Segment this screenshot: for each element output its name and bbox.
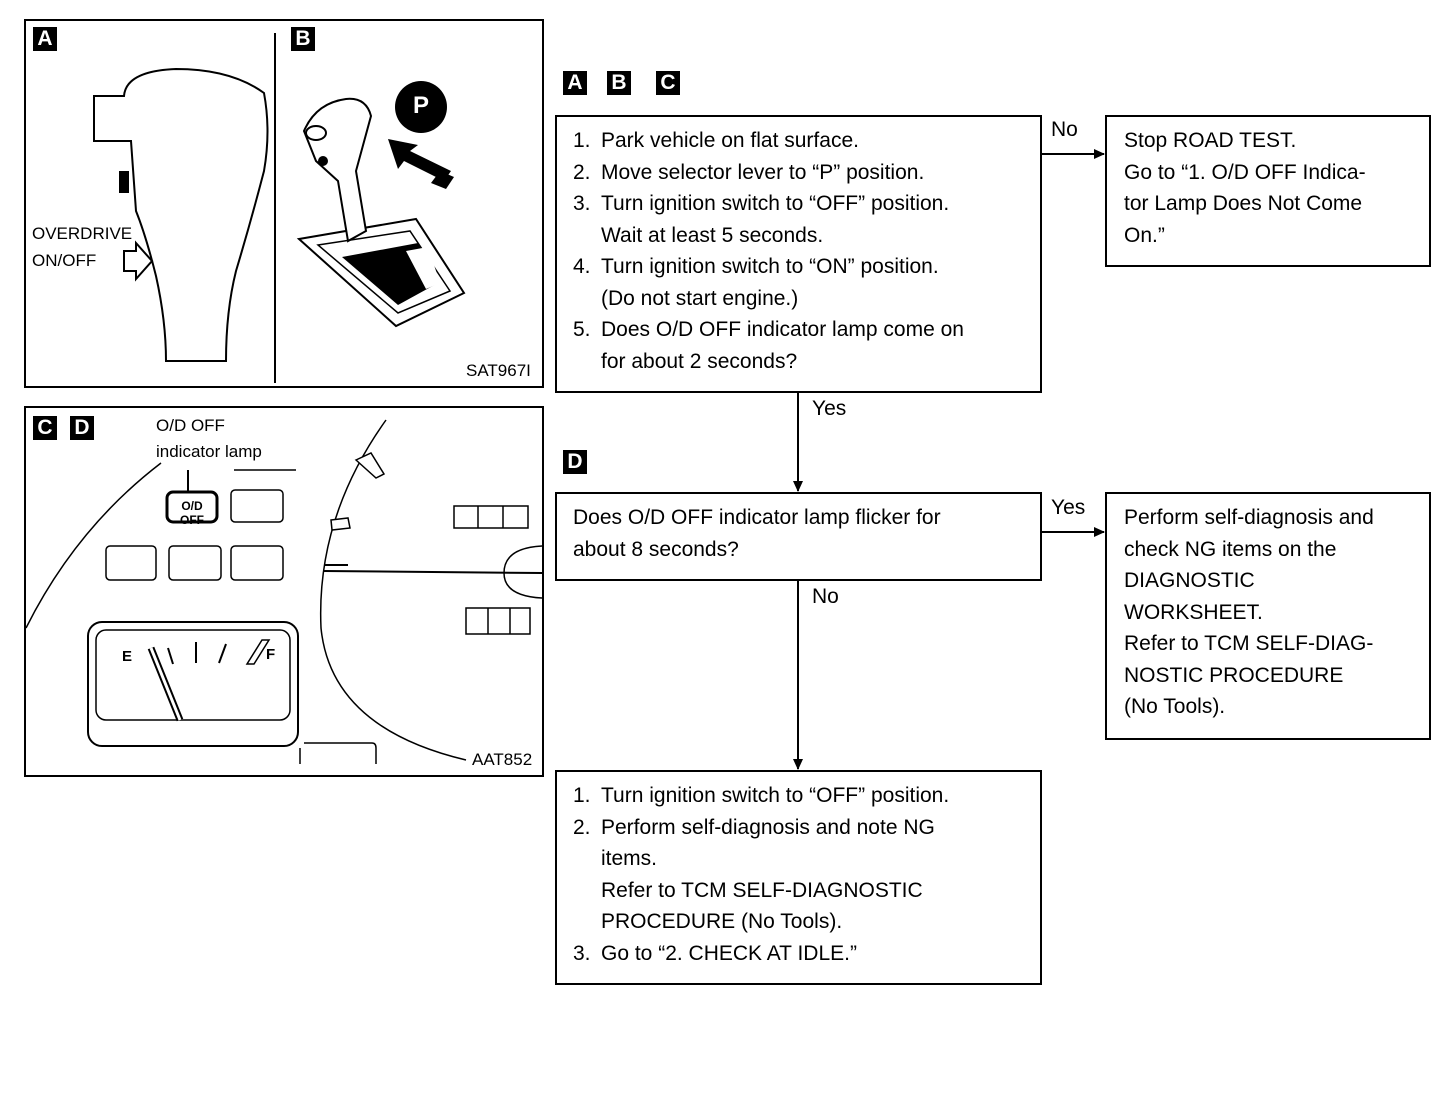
step-number: 3. xyxy=(573,192,591,215)
text-line: Perform self-diagnosis and xyxy=(1124,506,1374,529)
gauge-e-label: E xyxy=(122,648,133,665)
text-line: Refer to TCM SELF-DIAG- xyxy=(1124,632,1374,655)
text-line: tor Lamp Does Not Come xyxy=(1124,192,1363,215)
initial-step-3: 3. Turn ignition switch to “OFF” position… xyxy=(573,188,1026,251)
tag-a: A xyxy=(33,27,57,51)
step-text-line: Perform self-diagnosis and note NG xyxy=(601,815,935,839)
text-line: Does O/D OFF indicator lamp flicker for xyxy=(573,506,941,529)
yes-label-2: Yes xyxy=(1051,496,1086,519)
step-text-line: Wait at least 5 seconds. xyxy=(601,223,824,247)
self-diagnosis-text: Perform self-diagnosis and check NG items… xyxy=(1124,502,1415,723)
overdrive-label-line2: ON/OFF xyxy=(32,251,97,270)
flow-box-final-steps: 1. Turn ignition switch to “OFF” position… xyxy=(555,770,1042,985)
step-number: 4. xyxy=(573,255,591,278)
figure-code-aat852: AAT852 xyxy=(472,750,533,769)
step-number: 3. xyxy=(573,941,591,965)
step-text-line: Park vehicle on flat surface. xyxy=(601,129,859,152)
step-text-line: Turn ignition switch to “OFF” position. xyxy=(601,192,950,215)
initial-step-1: 1. Park vehicle on flat surface. xyxy=(573,125,1026,157)
step-text-line: Go to “2. CHECK AT IDLE.” xyxy=(601,941,857,965)
initial-step-5: 5. Does O/D OFF indicator lamp come on for… xyxy=(573,314,1026,377)
stop-road-test-text: Stop ROAD TEST. Go to “1. O/D OFF Indica-… xyxy=(1124,125,1415,251)
step-text-line: items. xyxy=(601,847,658,870)
final-step-1: 1. Turn ignition switch to “OFF” position… xyxy=(573,780,1026,812)
step-text-line: Does O/D OFF indicator lamp come on xyxy=(601,318,964,341)
lamp-label-line2: indicator lamp xyxy=(156,442,262,461)
flow-tag-c: C xyxy=(656,71,680,95)
final-step-2: 2. Perform self-diagnosis and note NG item… xyxy=(573,812,1026,938)
text-line: check NG items on the xyxy=(1124,537,1337,561)
tag-b: B xyxy=(291,27,315,51)
text-line: Stop ROAD TEST. xyxy=(1124,129,1297,152)
step-text-line: (Do not start engine.) xyxy=(601,286,799,310)
step-number: 5. xyxy=(573,318,591,341)
step-number: 1. xyxy=(573,129,591,152)
text-line: On.” xyxy=(1124,223,1165,247)
step-text-line: Turn ignition switch to “ON” position. xyxy=(601,255,939,278)
figure-code-sat967i: SAT967I xyxy=(466,361,531,380)
text-line: WORKSHEET. xyxy=(1124,600,1263,624)
step-text-line: Move selector lever to “P” position. xyxy=(601,160,925,184)
step-number: 2. xyxy=(573,160,591,184)
step-text-line: for about 2 seconds? xyxy=(601,349,798,373)
step-number: 1. xyxy=(573,784,591,807)
final-steps-list: 1. Turn ignition switch to “OFF” position… xyxy=(573,780,1026,969)
initial-step-2: 2. Move selector lever to “P” position. xyxy=(573,157,1026,189)
instrument-cluster-illustration xyxy=(26,419,542,764)
no-label-2: No xyxy=(812,585,839,608)
flow-box-stop-road-test: Stop ROAD TEST. Go to “1. O/D OFF Indica-… xyxy=(1105,115,1431,267)
flow-box-self-diagnosis: Perform self-diagnosis and check NG items… xyxy=(1105,492,1431,740)
flow-tag-a: A xyxy=(563,71,587,95)
no-label-1: No xyxy=(1051,118,1078,141)
tag-c: C xyxy=(33,416,57,440)
gauge-f-label: F xyxy=(266,646,276,663)
p-badge-label: P xyxy=(412,92,429,119)
initial-steps-list: 1. Park vehicle on flat surface. 2. Move se… xyxy=(573,125,1026,377)
flow-box-initial-steps: 1. Park vehicle on flat surface. 2. Move se… xyxy=(555,115,1042,393)
illustration-panel-ab: A B P OVERDRIVE ON/OFF SAT967I xyxy=(24,19,544,388)
step-number: 2. xyxy=(573,815,591,839)
step-text-line: Refer to TCM SELF-DIAGNOSTIC xyxy=(601,878,923,902)
text-line: DIAGNOSTIC xyxy=(1124,569,1255,592)
flow-tag-d: D xyxy=(563,450,587,474)
od-off-lamp-text: O/D OFF xyxy=(180,499,204,527)
flow-box-flicker-question: Does O/D OFF indicator lamp flicker for a… xyxy=(555,492,1042,581)
initial-step-4: 4. Turn ignition switch to “ON” position.… xyxy=(573,251,1026,314)
text-line: NOSTIC PROCEDURE xyxy=(1124,663,1344,687)
step-text-line: Turn ignition switch to “OFF” position. xyxy=(601,784,950,807)
tag-d: D xyxy=(70,416,94,440)
text-line: Go to “1. O/D OFF Indica- xyxy=(1124,160,1366,184)
flicker-question-text: Does O/D OFF indicator lamp flicker for a… xyxy=(573,502,1026,565)
overdrive-label-line1: OVERDRIVE xyxy=(32,224,133,243)
text-line: (No Tools). xyxy=(1124,695,1226,718)
shift-knob-illustration xyxy=(93,33,466,383)
step-text-line: PROCEDURE (No Tools). xyxy=(601,910,843,933)
text-line: about 8 seconds? xyxy=(573,537,739,561)
yes-label-1: Yes xyxy=(812,397,847,420)
lamp-label-line1: O/D OFF xyxy=(156,416,225,435)
final-step-3: 3. Go to “2. CHECK AT IDLE.” xyxy=(573,938,1026,970)
flow-tag-b: B xyxy=(607,71,631,95)
illustration-panel-cd: C D O/D OFF O/D OFF indicator lamp E xyxy=(24,406,544,777)
